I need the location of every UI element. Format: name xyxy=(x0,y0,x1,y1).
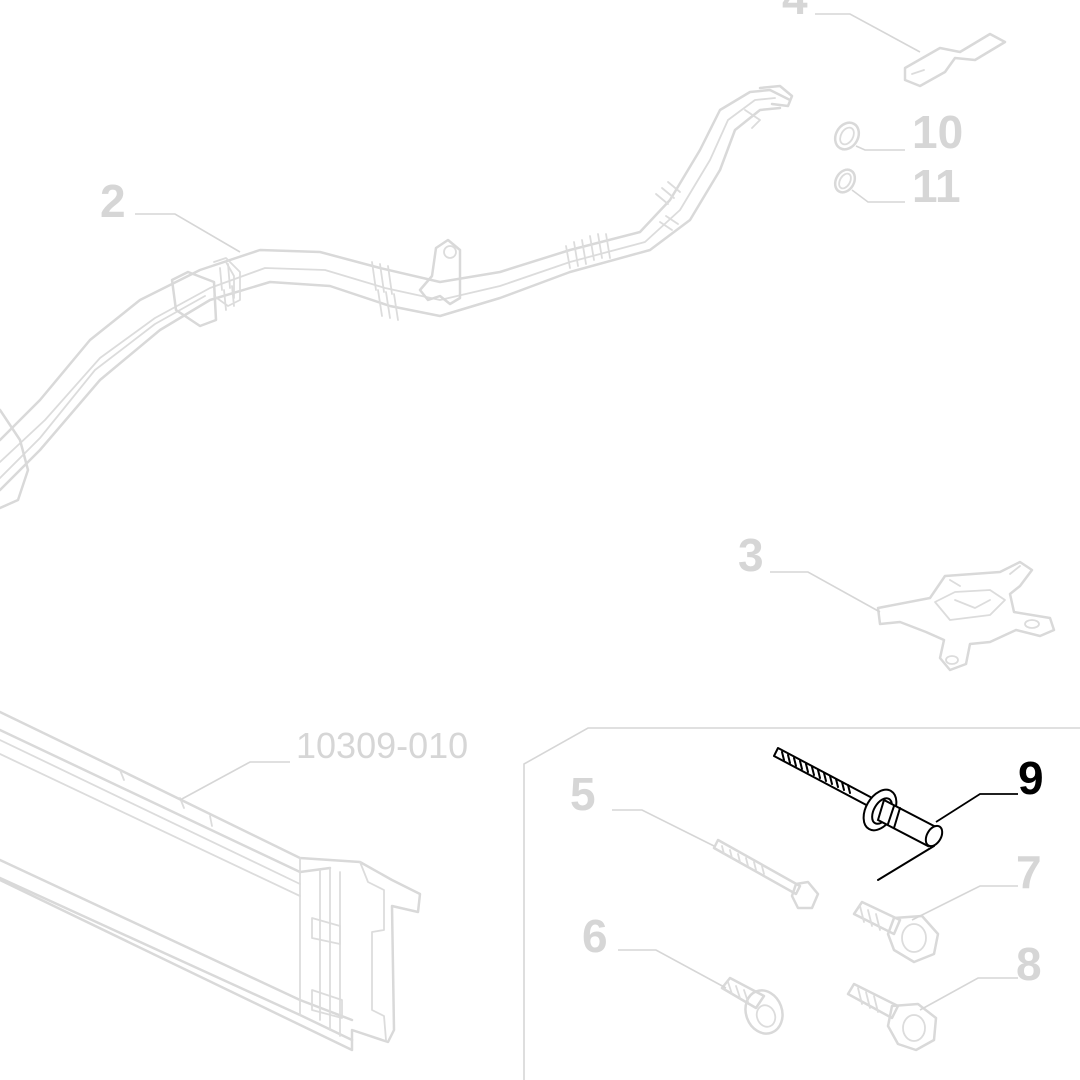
leader-11 xyxy=(851,189,905,203)
callout-6[interactable]: 6 xyxy=(582,910,608,962)
part-10-o-ring[interactable] xyxy=(830,118,863,153)
radiator-assembly[interactable] xyxy=(0,710,422,1052)
callout-9[interactable]: 9 xyxy=(1018,752,1044,804)
part-4-bracket[interactable] xyxy=(903,32,1007,88)
callout-7[interactable]: 7 xyxy=(1016,846,1042,898)
leader-3 xyxy=(770,571,881,613)
callout-8[interactable]: 8 xyxy=(1016,938,1042,990)
callout-10[interactable]: 10 xyxy=(912,106,963,158)
callout-ref-10309-010[interactable]: 10309-010 xyxy=(296,725,468,766)
callout-4[interactable]: 4 xyxy=(782,0,808,24)
leader-9 xyxy=(935,793,1018,823)
leader-2 xyxy=(135,213,241,253)
leader-7 xyxy=(911,885,1018,921)
callout-3[interactable]: 3 xyxy=(738,529,764,581)
fastener-box-frame xyxy=(523,727,1080,1080)
callout-5[interactable]: 5 xyxy=(570,768,596,820)
part-8-stud-bolt[interactable] xyxy=(846,982,938,1052)
leader-4 xyxy=(815,13,921,53)
leader-5 xyxy=(612,809,715,847)
part-9-blind-rivet[interactable] xyxy=(773,747,946,881)
leader-ref xyxy=(179,761,290,801)
part-6-flange-bolt[interactable] xyxy=(720,976,788,1039)
part-11-o-ring[interactable] xyxy=(831,166,859,196)
callout-11[interactable]: 11 xyxy=(912,160,961,212)
part-3-mounting-plate[interactable] xyxy=(876,560,1056,672)
leader-10 xyxy=(855,145,905,151)
leader-8 xyxy=(919,977,1018,1011)
part-5-long-bolt[interactable] xyxy=(712,838,820,910)
part-7-short-bolt[interactable] xyxy=(852,900,940,964)
leader-6 xyxy=(618,949,727,989)
callout-2[interactable]: 2 xyxy=(100,175,126,227)
part-2-hose-assembly[interactable] xyxy=(0,84,794,510)
